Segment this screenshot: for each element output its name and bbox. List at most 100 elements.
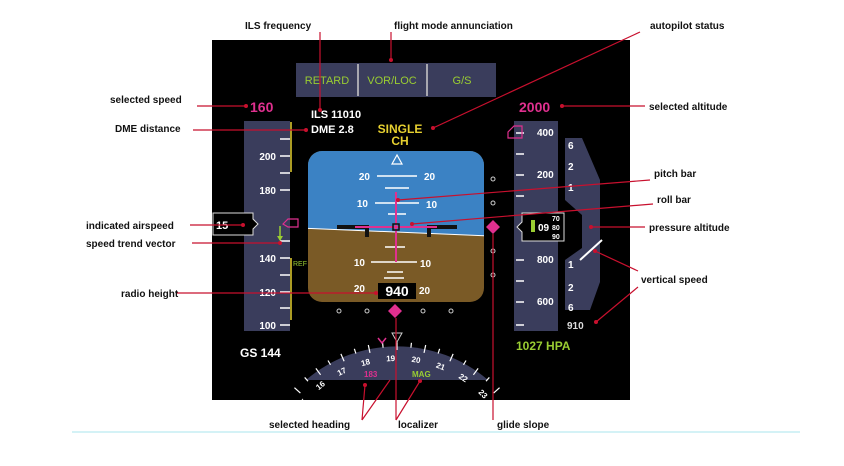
pitch-label-down10-left: 10 (354, 258, 366, 269)
heading-tick (437, 348, 441, 354)
selected-altitude-value: 2000 (519, 99, 550, 115)
annotations: ILS frequency flight mode annunciation a… (86, 21, 730, 431)
fma-vor-loc: VOR/LOC (367, 75, 417, 87)
altitude-drum-80: 80 (552, 225, 560, 232)
label-glide-slope: glide slope (497, 420, 550, 431)
indicated-airspeed-value: 15 (216, 220, 228, 232)
speed-label-180: 180 (259, 186, 276, 197)
label-radio-height: radio height (121, 289, 179, 300)
pressure-altitude-value: 09 (538, 223, 550, 234)
altitude-drum-70: 70 (552, 216, 560, 223)
selected-altitude-bug (507, 125, 523, 139)
selected-speed-bug (282, 218, 299, 228)
vertical-speed-value: 910 (567, 321, 584, 332)
heading-tick (353, 348, 357, 354)
aircraft-wing-right (427, 225, 457, 229)
heading-tick (340, 353, 345, 362)
autopilot-status-line2: CH (391, 134, 408, 148)
heading-label: 18 (360, 357, 371, 368)
label-autopilot-status: autopilot status (650, 21, 725, 32)
annotation-leaders (177, 31, 654, 421)
vertical-speed-scale: 6 2 1 1 2 6 (565, 138, 603, 314)
pitch-label-up20-right: 20 (424, 172, 436, 183)
vs-label-6-down: 6 (568, 303, 574, 314)
label-pitch-bar: pitch bar (654, 169, 696, 180)
speed-tape: 200 180 140 120 100 REF 15 (212, 121, 307, 332)
heading-tick (410, 342, 413, 348)
label-roll-bar: roll bar (657, 195, 691, 206)
label-selected-altitude: selected altitude (649, 102, 728, 113)
pitch-label-down20-left: 20 (354, 284, 366, 295)
label-selected-speed: selected speed (110, 95, 182, 106)
alt-label-800: 800 (537, 255, 554, 266)
glide-slope-diamond (486, 220, 500, 234)
localizer-diamond (388, 304, 402, 318)
heading-tick (315, 368, 322, 376)
ils-frequency-value: ILS 11010 (311, 109, 361, 121)
vs-label-1-down: 1 (568, 260, 574, 271)
pitch-label-up20-left: 20 (359, 172, 371, 183)
heading-tick (485, 377, 490, 382)
ref-speed-bug: REF (293, 261, 307, 268)
altitude-tape: 400 200 800 600 09 70 80 90 (507, 121, 565, 331)
vs-label-6-up: 6 (568, 141, 574, 152)
airspeed-readout-box (212, 212, 259, 236)
heading-tick (493, 387, 500, 394)
speed-label-100: 100 (259, 321, 276, 332)
fma-gs: G/S (453, 75, 472, 87)
fma-retard: RETARD (305, 75, 349, 87)
altitude-readout-box (516, 212, 565, 242)
heading-tick (327, 360, 332, 366)
label-localizer: localizer (398, 420, 438, 431)
alt-label-600: 600 (537, 297, 554, 308)
pitch-label-up10-right: 10 (426, 200, 438, 211)
vs-label-1-up: 1 (568, 183, 574, 194)
pitch-label-down10-right: 10 (420, 259, 432, 270)
autopilot-status-line1: SINGLE (378, 122, 423, 136)
ground-speed: GS 144 (240, 346, 281, 360)
speed-label-140: 140 (259, 254, 276, 265)
heading-label: 17 (336, 365, 349, 377)
vs-label-2-down: 2 (568, 283, 574, 294)
heading-tick (472, 368, 479, 376)
vertical-speed-pointer (579, 239, 603, 261)
label-ils-frequency: ILS frequency (245, 21, 312, 32)
heading-tick (449, 353, 454, 362)
heading-label: 20 (411, 355, 422, 365)
heading-tick (381, 342, 384, 348)
heading-tick (304, 377, 309, 382)
selected-speed-value: 160 (250, 99, 274, 115)
label-speed-trend-vector: speed trend vector (86, 239, 176, 250)
heading-label: 19 (386, 354, 396, 363)
label-vertical-speed: vertical speed (641, 275, 708, 286)
alt-label-400: 400 (537, 128, 554, 139)
flight-mode-annunciator: RETARD VOR/LOC G/S (296, 63, 496, 97)
vs-label-2-up: 2 (568, 162, 574, 173)
radio-height-box (378, 283, 416, 299)
label-indicated-airspeed: indicated airspeed (86, 221, 174, 232)
speed-label-200: 200 (259, 152, 276, 163)
heading-tick (367, 344, 371, 353)
baro-setting: 1027 HPA (516, 339, 571, 353)
pitch-label-down20-right: 20 (419, 286, 431, 297)
label-selected-heading: selected heading (269, 420, 350, 431)
heading-tick (462, 360, 467, 366)
label-flight-mode-annunciation: flight mode annunciation (394, 21, 513, 32)
heading-label: 21 (435, 361, 447, 373)
altitude-drum-90: 90 (552, 234, 560, 241)
label-dme-distance: DME distance (115, 124, 181, 135)
aircraft-wing-left (337, 225, 367, 229)
heading-tick (294, 387, 301, 394)
localizer-scale (336, 308, 454, 314)
label-pressure-altitude: pressure altitude (649, 223, 730, 234)
selected-heading-bug (377, 337, 387, 345)
heading-tick (423, 344, 427, 353)
heading-mode: MAG (412, 370, 431, 379)
selected-heading-value: 183 (364, 370, 378, 379)
attitude-indicator: 20 20 10 10 10 10 20 20 940 (308, 151, 484, 302)
alt-label-200: 200 (537, 170, 554, 181)
radio-height-value: 940 (385, 283, 409, 299)
dme-distance-value: DME 2.8 (311, 124, 354, 136)
